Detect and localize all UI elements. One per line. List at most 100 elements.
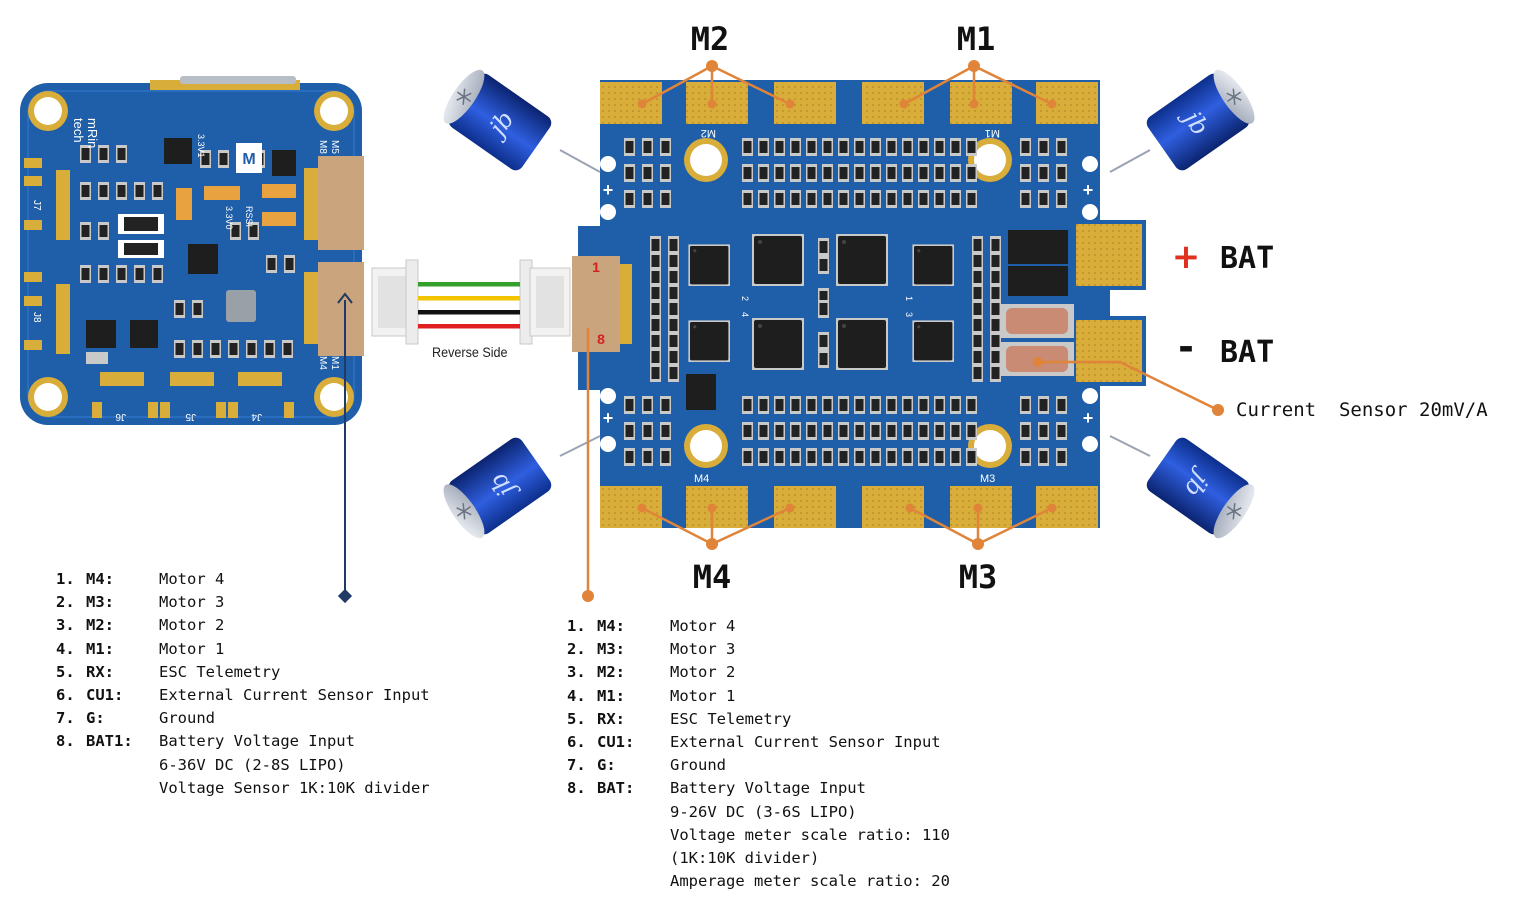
pinout-key: M3: [86,593,114,612]
esc-smd-part-body [1021,193,1030,205]
esc-smd-part-body [1039,193,1048,205]
esc-smd-part-body [1021,141,1030,153]
esc-smd-part-body [887,167,896,179]
pinout-row: 4.M1:Motor 1 [56,638,430,661]
pinout-number: 4. [567,686,586,705]
esc-smd-part-body [819,303,828,315]
esc-smd-part-body [1057,399,1066,411]
esc-smd-part-body [935,193,944,205]
esc-smd-part-body [759,399,768,411]
esc-smd-part-body [651,255,660,267]
fc-side-pads [24,158,70,354]
esc-smd-part-body [855,141,864,153]
fc-silk-m4: M4 [317,356,328,370]
pinout-row: 3. M2: Motor 2 [567,661,950,684]
esc-smd-part-body [643,193,652,205]
esc-smd-part-body [759,141,768,153]
esc-pads-top [600,82,1098,124]
pinout-number: 8. [56,732,75,751]
esc-smd-part-body [839,141,848,153]
esc-mounting-holes [600,138,1098,468]
esc-smd-part-body [661,425,670,437]
fc-silk-m5: M5 [329,140,340,154]
bat-plus-sign: + [1172,237,1201,277]
esc-smd-part-body [625,167,634,179]
pinout-number: 5. [56,662,75,681]
esc-smd-part-body [855,193,864,205]
pinout-value: Motor 2 [159,616,225,635]
esc-smd-part-body [919,193,928,205]
esc-smd-part-body [935,425,944,437]
esc-smd-part-body [951,167,960,179]
esc-smd-part-body [1021,451,1030,463]
capacitor-bottom-left: jb [435,433,601,545]
esc-smd-part-body [669,367,678,379]
esc-smd-part-body [1039,167,1048,179]
esc-smd-part-body [743,451,752,463]
esc-silkscreen: M2 M1 M4 M3 1 2 3 4 [694,127,1000,485]
esc-smd-part-body [967,451,976,463]
pinout-key: M2: [597,663,625,682]
fc-brand-line1: mRin [85,118,100,148]
esc-smd-part-body [651,351,660,363]
fc-silk-j5: J5 [185,411,196,422]
pinout-row: Voltage meter scale ratio: 110 [567,824,950,847]
esc-smd-part-body [991,271,1000,283]
pinout-value: Motor 2 [670,663,736,682]
wire-black [418,310,520,315]
esc-smd-part-body [903,167,912,179]
bat-plus-label: BAT [1220,241,1274,276]
esc-smd-part-body [887,193,896,205]
esc-silk-m1: M1 [985,127,1000,139]
pinout-value: Battery Voltage Input [670,779,866,798]
label-m2: M2 [691,20,730,58]
esc-smd-part-body [839,399,848,411]
pinout-key: M2: [86,616,114,635]
esc-smd-part-body [1021,167,1030,179]
pinout-key: M3: [597,640,625,659]
pinout-value: 9-26V DC (3-6S LIPO) [670,802,857,821]
esc-smd-part-body [823,399,832,411]
esc-smd-part-body [807,167,816,179]
pinout-key: RX: [597,709,625,728]
esc-smd-part-body [855,167,864,179]
pinout-indent [56,777,159,800]
esc-smd-part-body [935,167,944,179]
pinout-number: 2. [56,593,75,612]
esc-smd-part-body [743,167,752,179]
esc-smd-part-body [991,335,1000,347]
pinout-value: Motor 3 [159,593,225,612]
esc-smd-part-body [919,167,928,179]
esc-smd-part-body [743,425,752,437]
pinout-value: (1K:10K divider) [670,848,820,867]
esc-smd-part-body [1021,425,1030,437]
esc-smd-part-body [855,399,864,411]
esc-smd-part-body [839,167,848,179]
esc-silk-m3: M3 [980,473,995,485]
esc-smd-part-body [871,451,880,463]
fc-silk-j4: J4 [251,411,262,422]
pinout-value: ESC Telemetry [159,662,281,681]
esc-smd-part-body [643,425,652,437]
esc-smd-part-body [625,141,634,153]
pinout-number: 7. [56,709,75,728]
capacitor-top-right: jb [1109,63,1263,175]
esc-smd-part-body [823,451,832,463]
esc-smd-part-body [759,167,768,179]
label-m4: M4 [693,558,732,596]
esc-smd-part-body [759,425,768,437]
esc-smd-part-body [1057,193,1066,205]
pinout-row: 5.RX:ESC Telemetry [56,661,430,684]
esc-smd-part-body [651,303,660,315]
esc-smd-part-body [651,239,660,251]
esc-smd-part-body [887,399,896,411]
esc-smd-part-body [903,451,912,463]
pinout-row: 5.RX:ESC Telemetry [567,708,950,731]
pinout-key: BAT1: [86,732,133,751]
pinout-value: Ground [670,756,726,775]
esc-smd-part-body [661,399,670,411]
esc-smd-part-body [775,141,784,153]
esc-smd-part-body [743,193,752,205]
pinout-number: 3. [567,663,586,682]
